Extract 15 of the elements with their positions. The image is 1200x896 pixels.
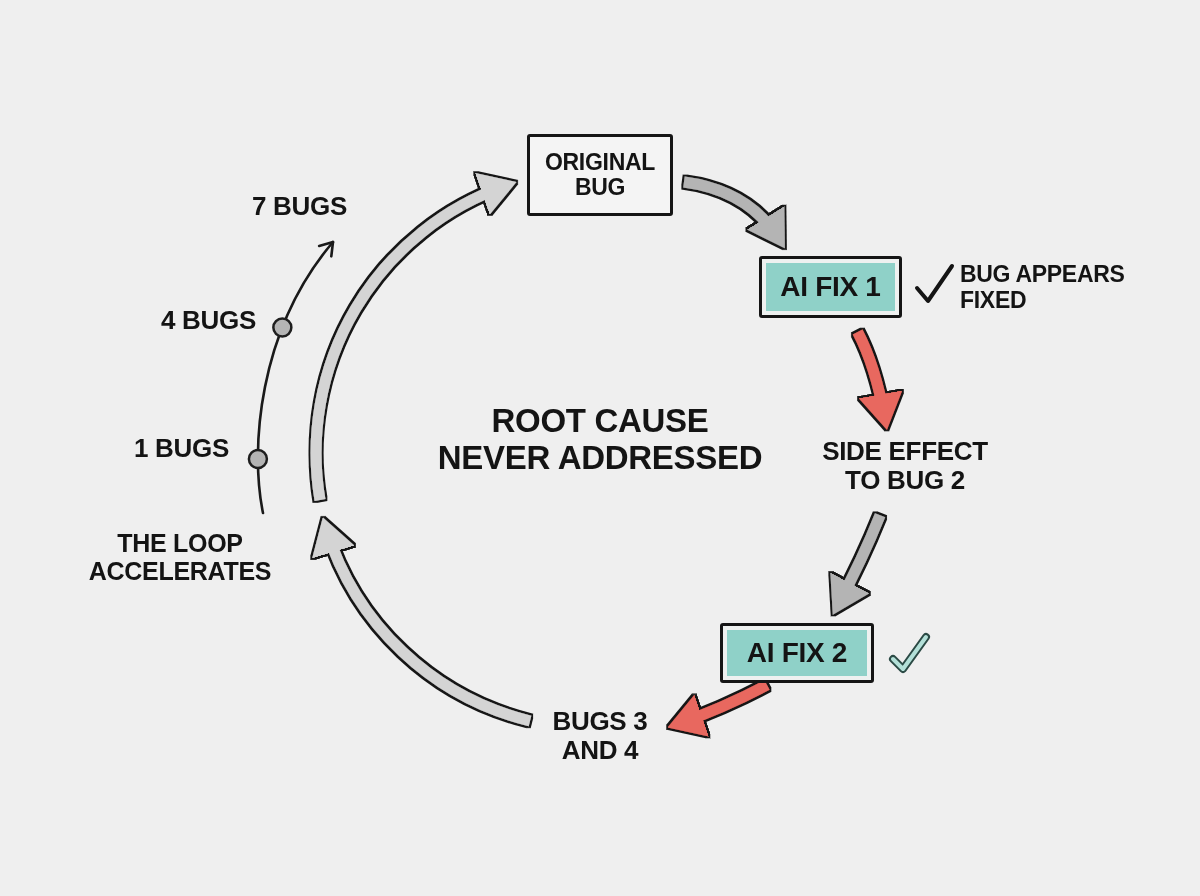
step-label: BUGS 3 AND 4 — [544, 707, 656, 766]
annotation-text: THE LOOP ACCELERATES — [87, 529, 273, 585]
box-label: AI FIX 1 — [780, 271, 881, 303]
count-label: 1 BUGS — [134, 434, 229, 464]
box-label: AI FIX 2 — [746, 637, 848, 669]
process-box — [527, 134, 673, 216]
box-label: ORIGINAL BUG — [543, 149, 656, 201]
block-arrow — [310, 175, 517, 501]
center-caption: ROOT CAUSE NEVER ADDRESSED — [436, 403, 764, 477]
process-box — [720, 623, 874, 683]
process-box — [759, 256, 902, 318]
status-note: BUG APPEARS FIXED — [960, 262, 1126, 314]
count-label: 7 BUGS — [252, 192, 347, 222]
step-label: SIDE EFFECT TO BUG 2 — [814, 437, 996, 496]
count-label: 4 BUGS — [161, 306, 256, 336]
